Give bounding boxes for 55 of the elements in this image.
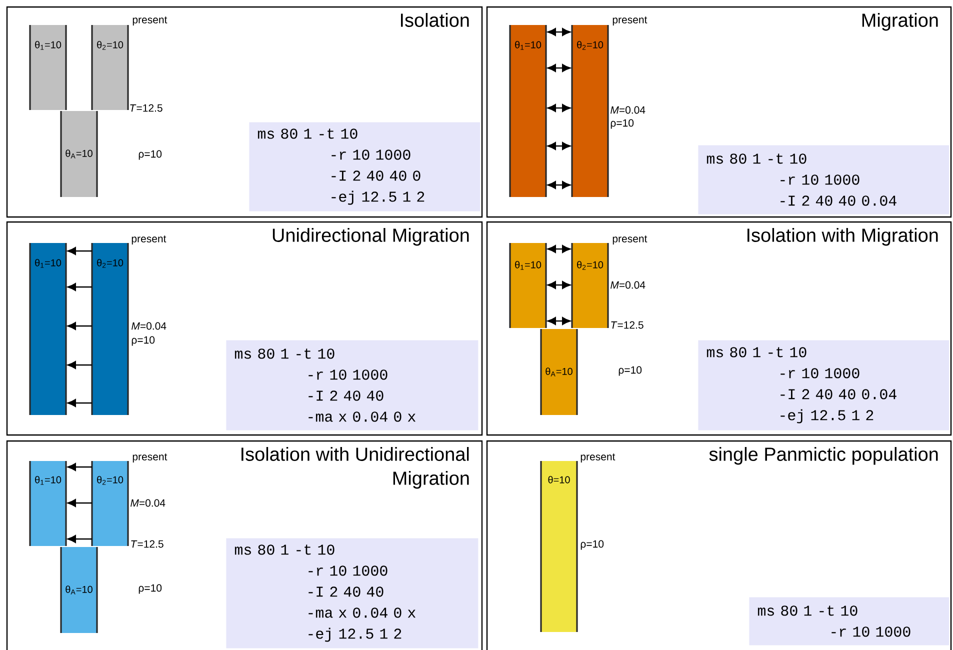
parameter-label: M=0.04 <box>610 281 646 289</box>
parameter-label: present <box>132 454 168 462</box>
migration-arrow <box>68 322 92 330</box>
migration-arrow <box>548 64 571 72</box>
migration-arrow <box>548 181 571 189</box>
parameter-label: T=12.5 <box>130 104 162 112</box>
parameter-label: T=12.5 <box>611 321 644 329</box>
parameter-label: present <box>612 16 648 26</box>
parameter-label: ρ=10 <box>132 336 155 346</box>
migration-arrow <box>68 399 92 407</box>
parameter-label: M=0.04 <box>132 322 166 330</box>
population-bar: θ$_{2}$=10 <box>91 243 129 415</box>
population-bar: θ$_{1}$=10 <box>29 25 67 110</box>
parameter-label: T=12.5 <box>131 540 164 548</box>
population-bar: θ$_{A}$=10 <box>540 329 578 415</box>
population-bar: θ$_{2}$=10 <box>91 25 129 110</box>
code-block: ms 80 1 -t 10 -r 10 1000 -I 2 40 40 0.04 -ej 12.5 1 2 <box>698 340 950 430</box>
parameter-label: ρ=10 <box>580 540 604 550</box>
parameter-label: present <box>132 16 168 26</box>
code-block: ms 80 1 -t 10 -r 10 1000 -I 2 40 40 0 -ej 12.5 1 2 <box>249 122 480 212</box>
parameter-label: present <box>612 236 648 244</box>
migration-arrow <box>548 317 571 325</box>
population-bar: θ$_{1}$=10 <box>29 243 67 415</box>
parameter-label: present <box>580 454 616 462</box>
population-bar: θ$_{2}$=10 <box>571 25 609 197</box>
migration-arrow <box>548 281 571 289</box>
parameter-label: present <box>132 236 166 244</box>
parameter-label: M=0.04 <box>610 106 646 114</box>
migration-arrow <box>68 361 92 369</box>
code-block: ms 80 1 -t 10 -r 10 1000 <box>749 597 950 646</box>
code-block: ms 80 1 -t 10 -r 10 1000 -I 2 40 40 -ma x 0.04 0 x -ej 12.5 1 2 <box>226 538 478 648</box>
migration-arrow <box>68 499 92 507</box>
parameter-label: ρ=10 <box>138 584 162 594</box>
migration-arrow <box>548 245 571 253</box>
migration-arrow <box>548 28 571 36</box>
population-bar: θ=10 <box>540 461 578 632</box>
parameter-label: ρ=10 <box>610 119 634 129</box>
parameter-label: ρ=10 <box>138 150 162 160</box>
population-bar: θ$_{1}$=10 <box>29 461 67 546</box>
code-block: ms 80 1 -t 10 -r 10 1000 -I 2 40 40 -ma x 0.04 0 x <box>226 340 478 430</box>
population-bar: θ$_{A}$=10 <box>60 111 98 197</box>
migration-arrow <box>68 535 92 543</box>
parameter-label: M=0.04 <box>130 499 166 507</box>
code-block: ms 80 1 -t 10 -r 10 1000 -I 2 40 40 0.04 <box>698 145 950 214</box>
population-bar: θ$_{1}$=10 <box>509 25 547 197</box>
migration-arrow <box>548 104 571 112</box>
parameter-label: ρ=10 <box>618 366 642 376</box>
migration-arrow <box>68 283 92 291</box>
population-bar: θ$_{2}$=10 <box>91 461 129 546</box>
migration-arrow <box>68 463 92 471</box>
population-bar: θ$_{A}$=10 <box>60 547 98 633</box>
migration-arrow <box>548 142 571 150</box>
migration-arrow <box>68 247 92 255</box>
population-bar: θ$_{2}$=10 <box>571 243 609 328</box>
population-bar: θ$_{1}$=10 <box>509 243 547 328</box>
